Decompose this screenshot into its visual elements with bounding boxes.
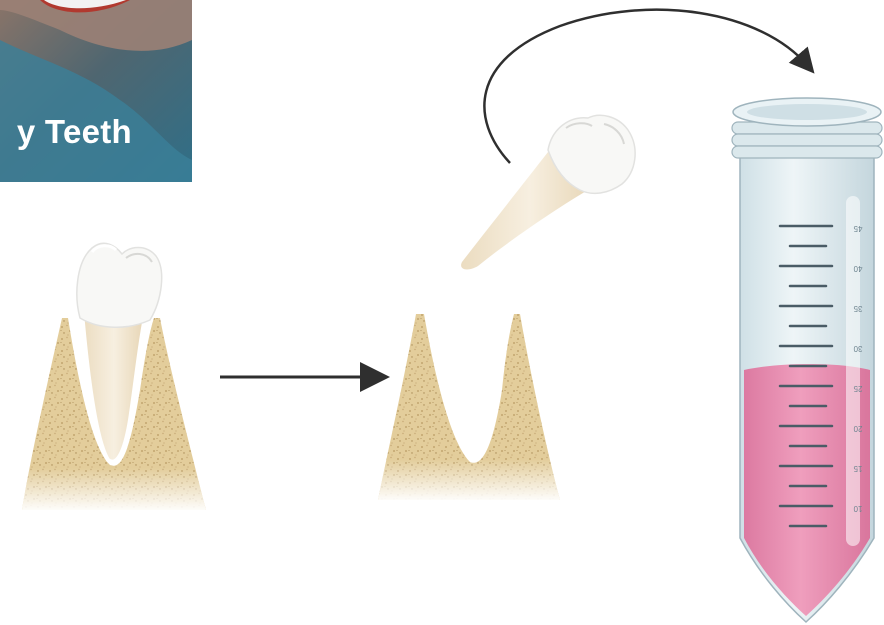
graduation-label: 35 [853,304,862,313]
collection-tube: 45 40 35 30 25 20 15 10 [732,98,882,622]
extracted-tooth [461,115,635,269]
graduation-label: 10 [853,504,862,513]
graduation-label: 25 [853,384,862,393]
graduation-label: 30 [853,344,862,353]
tooth-in-socket [22,243,206,510]
empty-socket [378,314,560,500]
tube-thread [732,134,882,146]
graduation-label: 45 [853,224,862,233]
tooth-crown [77,243,162,327]
photo-caption: y Teeth [0,108,192,156]
tube-thread [732,146,882,158]
graduation-label: 40 [853,264,862,273]
graduation-label: 20 [853,424,862,433]
graduation-label: 15 [853,464,862,473]
